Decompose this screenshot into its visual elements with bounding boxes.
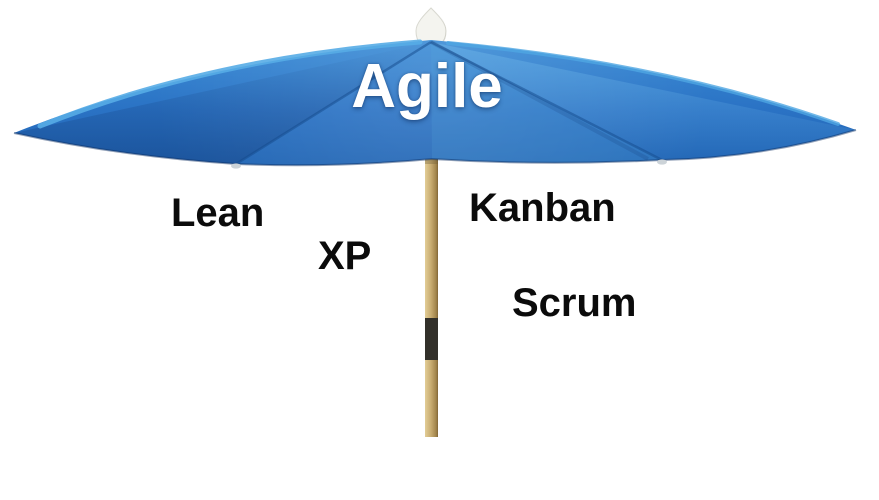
canopy-top-highlight-left xyxy=(37,39,423,129)
method-label-kanban: Kanban xyxy=(469,186,616,230)
rib-seam-left xyxy=(235,40,432,166)
rib-tip-right xyxy=(657,159,667,165)
method-label-scrum: Scrum xyxy=(512,281,637,325)
canopy-top-highlight-right xyxy=(446,41,840,126)
umbrella-title: Agile xyxy=(351,52,503,121)
canopy-panel-left xyxy=(14,42,431,164)
pole-grip-band xyxy=(425,318,438,360)
method-label-lean: Lean xyxy=(171,191,265,235)
umbrella-canopy xyxy=(13,39,857,169)
umbrella-pole xyxy=(425,150,438,437)
canopy-panel-right xyxy=(431,42,856,160)
canopy-bottom-edge xyxy=(13,129,857,167)
method-label-xp: XP xyxy=(318,234,372,278)
rib-seam-right xyxy=(430,40,663,162)
rib-tip-left xyxy=(231,163,241,169)
